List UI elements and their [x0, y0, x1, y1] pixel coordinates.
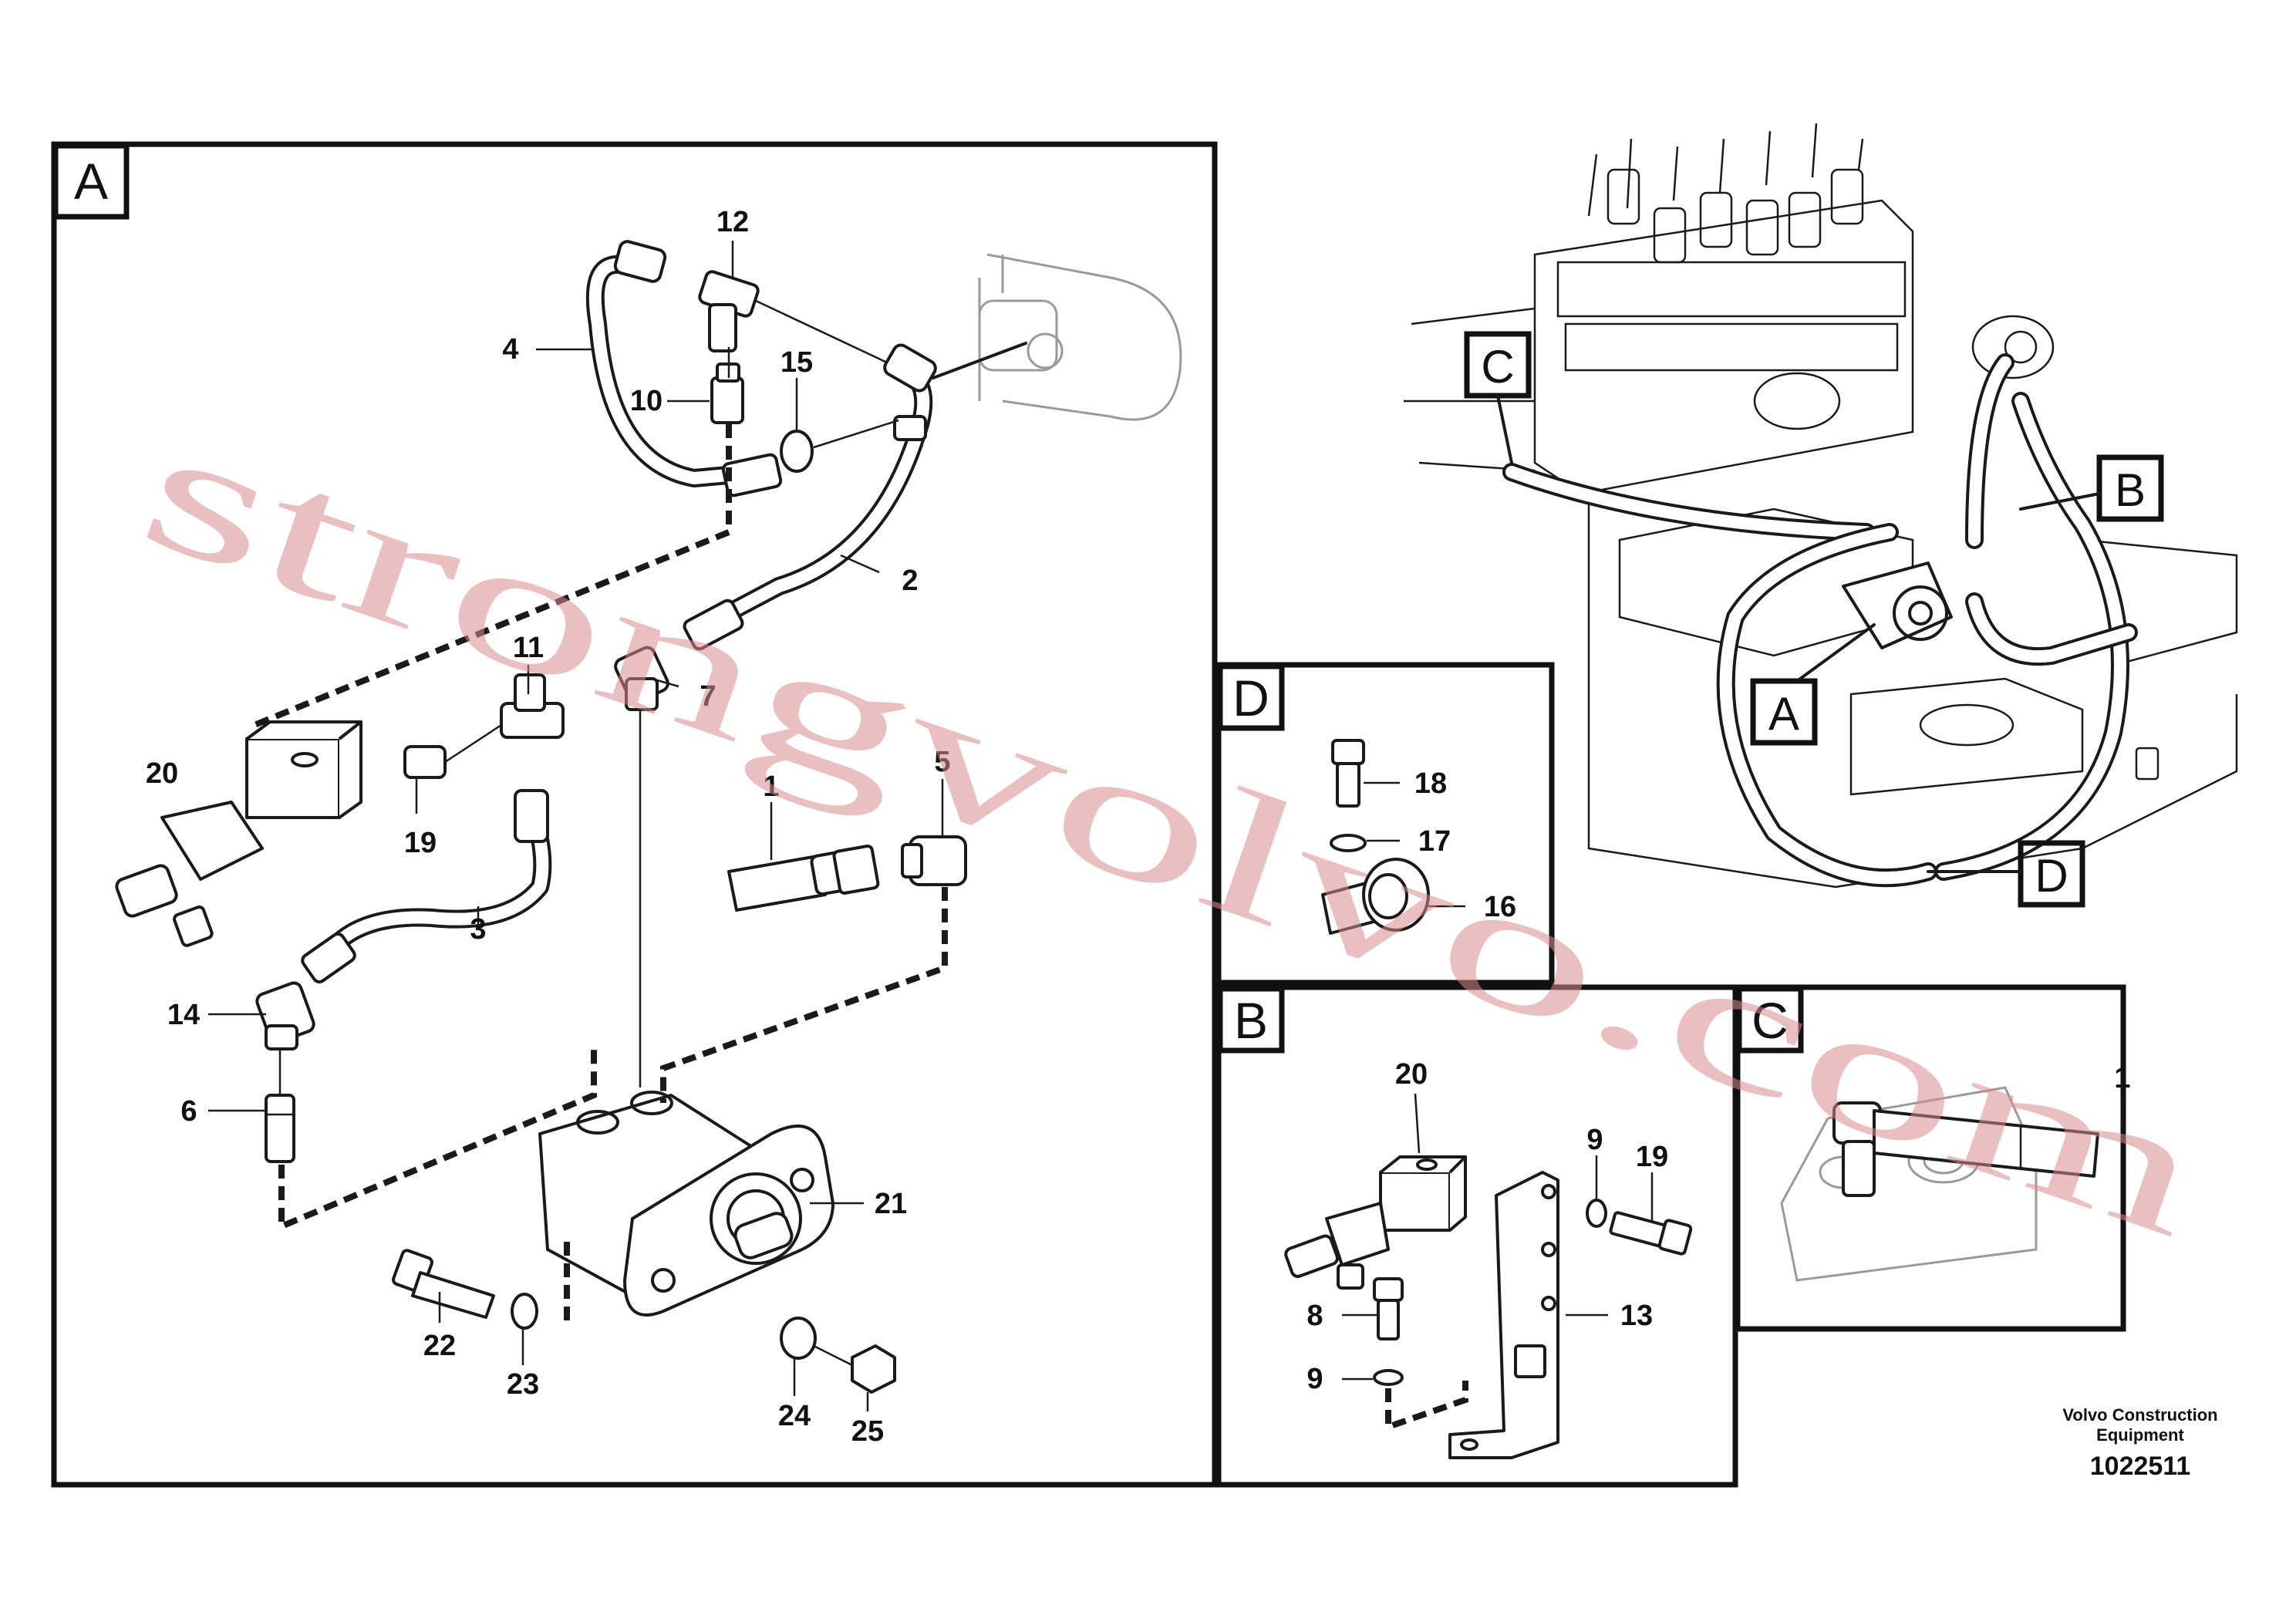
overview-callout-d: D — [1927, 840, 2085, 908]
part-number-2: 2 — [902, 565, 918, 597]
washer-9b — [1373, 1369, 1404, 1386]
overview-callout-b: B — [2019, 454, 2164, 522]
watermark-text: strongvolvo.com — [121, 386, 2227, 1275]
coupling-6 — [265, 1049, 295, 1163]
part-number-22: 22 — [423, 1330, 456, 1362]
washer-24 — [780, 1317, 817, 1360]
pipe-1-c — [1832, 1101, 2099, 1197]
solenoid-valve-block-20 — [115, 720, 362, 947]
clamp-16 — [1321, 858, 1430, 935]
view-b-letter: B — [1234, 992, 1268, 1049]
bolt-22 — [392, 1249, 495, 1319]
view-a-letter: A — [74, 153, 108, 210]
view-d-letter: D — [1232, 669, 1269, 727]
overview-callout-c: C — [1464, 331, 1532, 464]
part-number-8: 8 — [1306, 1300, 1323, 1332]
nut-25 — [813, 1344, 896, 1394]
hose-4 — [585, 240, 783, 497]
company-name-line1: Volvo Construction — [2062, 1405, 2217, 1425]
bolt-8 — [1373, 1277, 1404, 1340]
washer-17 — [1330, 834, 1367, 852]
part-number-15: 15 — [781, 346, 813, 379]
part-number-14: 14 — [167, 999, 200, 1031]
overview-callout-c-letter: C — [1481, 341, 1514, 393]
tee-fitting-11 — [403, 673, 565, 779]
part-number-23: 23 — [507, 1368, 539, 1401]
part-number-19: 19 — [404, 827, 437, 859]
part-number-6: 6 — [180, 1095, 197, 1128]
washer-23 — [511, 1293, 538, 1330]
bracket-13 — [1448, 1171, 1559, 1459]
part-number-1-c: 1 — [2114, 1062, 2130, 1094]
company-name-line2: Equipment — [2096, 1425, 2184, 1445]
view-d-panel: D 18 17 16 — [1215, 662, 1555, 986]
drawing-number: 1022511 — [2090, 1452, 2191, 1481]
view-a-panel: A — [51, 141, 1218, 1488]
hose-3 — [301, 789, 552, 984]
overview-machine-drawing — [1404, 123, 2238, 889]
watermark: strongvolvo.com — [121, 386, 2227, 1275]
view-c-label-box — [1736, 986, 1804, 1054]
view-d-frame — [1215, 662, 1555, 986]
view-c-panel: C 1 — [1735, 984, 2131, 1332]
dashed-line-b — [1385, 1381, 1468, 1431]
view-b-label-box — [1217, 986, 1285, 1054]
overview-callout-a: A — [1750, 623, 1876, 746]
elbow-7 — [614, 646, 669, 711]
part-number-7: 7 — [700, 680, 716, 713]
view-d-label-box — [1217, 663, 1285, 731]
o-ring-15 — [780, 430, 814, 473]
part-number-16: 16 — [1484, 891, 1516, 923]
hose-2 — [683, 342, 1027, 651]
overview-callout-b-letter: B — [2115, 464, 2146, 516]
part-number-4: 4 — [502, 333, 518, 366]
gear-pump-21 — [538, 1091, 834, 1317]
view-a-frame — [51, 141, 1218, 1488]
view-c-frame — [1735, 984, 2126, 1332]
part-number-24: 24 — [778, 1400, 811, 1432]
dashed-routing-lines — [253, 424, 948, 1323]
part-number-21: 21 — [875, 1188, 907, 1220]
washer-9 — [1586, 1199, 1607, 1228]
ghost-machine-outline — [978, 253, 1182, 421]
part-number-9-b2: 9 — [1306, 1363, 1323, 1395]
part-number-10: 10 — [630, 385, 663, 417]
leader-lines-a — [208, 241, 944, 1411]
view-b-panel: B — [1215, 984, 1738, 1488]
part-number-20: 20 — [146, 757, 178, 790]
part-number-3: 3 — [470, 913, 486, 946]
elbow-14 — [255, 981, 315, 1050]
tee-fitting-12 — [698, 270, 888, 364]
part-number-25: 25 — [851, 1415, 884, 1448]
valve-block-20 — [1284, 1155, 1467, 1290]
part-number-18: 18 — [1414, 767, 1447, 800]
part-number-19-b: 19 — [1636, 1141, 1668, 1173]
pipe-1 — [727, 845, 880, 912]
part-number-20-b: 20 — [1395, 1058, 1428, 1091]
view-c-letter: C — [1752, 992, 1789, 1049]
bolt-19 — [1609, 1211, 1693, 1256]
part-number-1: 1 — [763, 771, 779, 803]
part-number-5: 5 — [934, 746, 950, 778]
part-number-9-b: 9 — [1586, 1124, 1603, 1156]
part-number-17: 17 — [1418, 825, 1451, 858]
elbow-5 — [901, 835, 967, 886]
part-number-13: 13 — [1620, 1300, 1653, 1332]
overview-callout-a-letter: A — [1768, 688, 1799, 740]
overview-callout-d-letter: D — [2035, 850, 2068, 902]
nipple-10 — [710, 363, 744, 424]
view-a-label-box — [52, 143, 130, 220]
part-number-12: 12 — [716, 206, 749, 238]
drawing-footer: Volvo Construction Equipment 1022511 — [2062, 1405, 2217, 1481]
part-number-11: 11 — [513, 632, 544, 664]
bolt-18 — [1331, 739, 1365, 808]
